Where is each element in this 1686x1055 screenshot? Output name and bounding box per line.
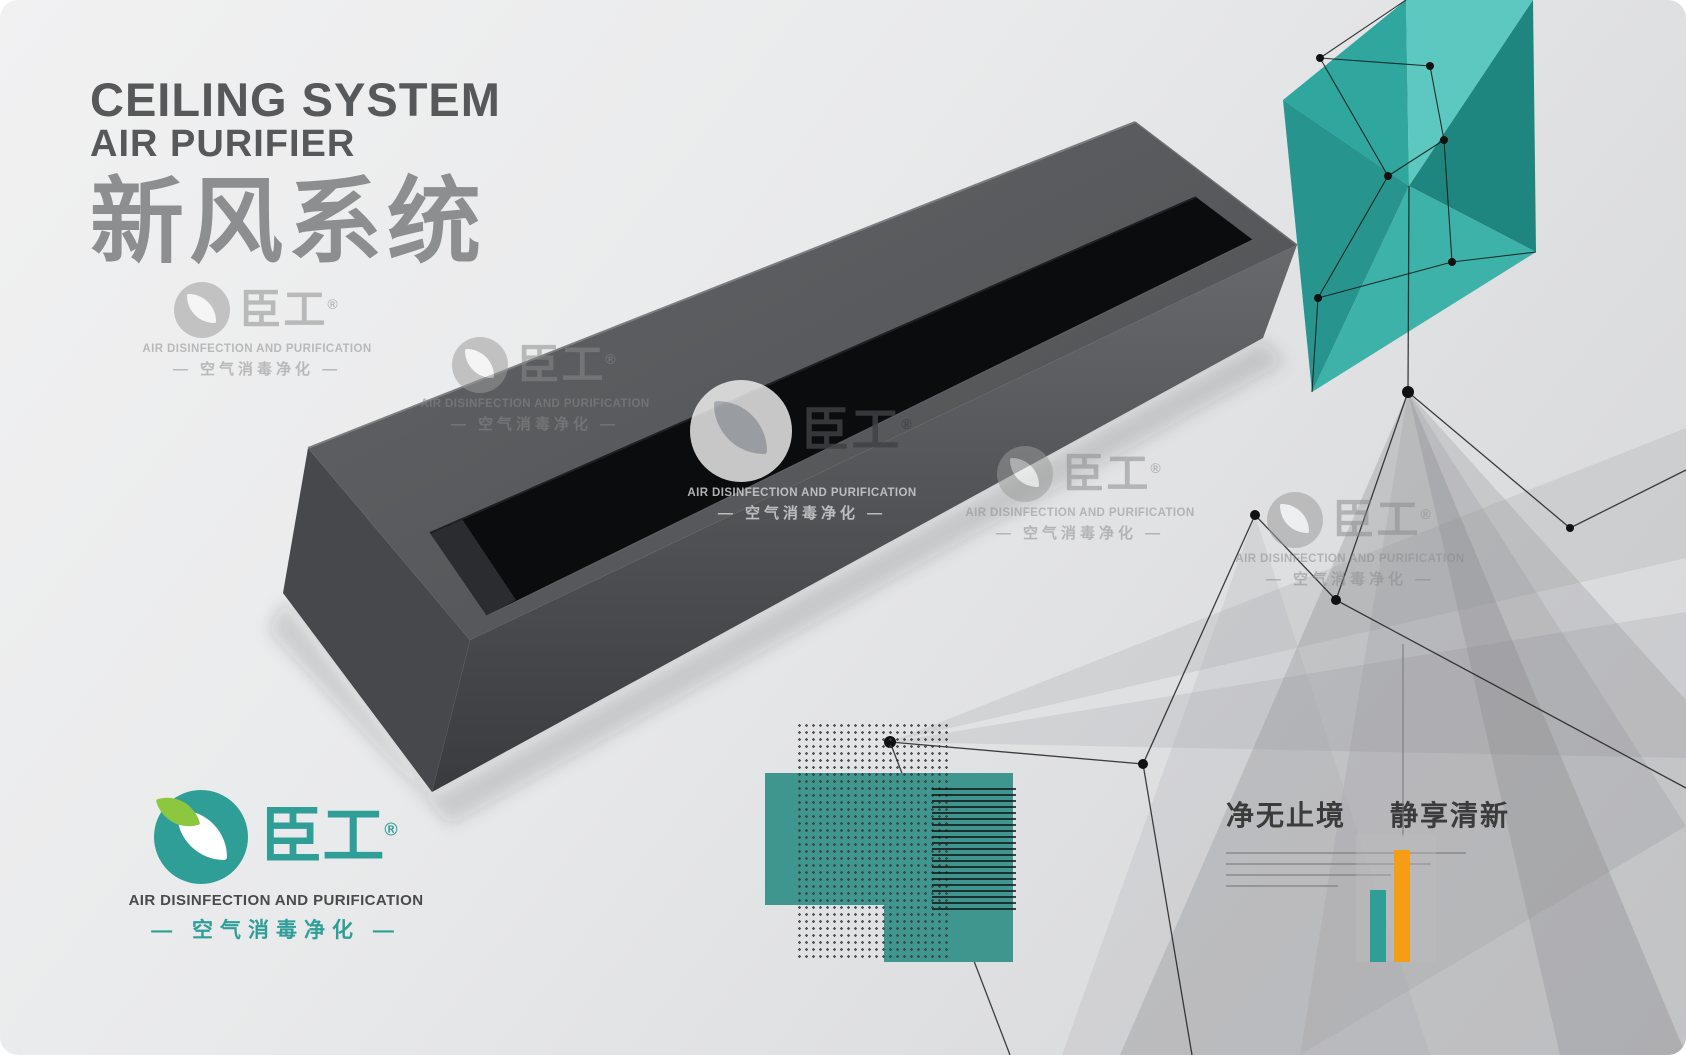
- brand-name: 臣工®: [239, 286, 340, 333]
- leaf-logo-icon: [997, 446, 1054, 502]
- registered-mark: ®: [327, 296, 340, 312]
- leaf-logo-icon: [690, 380, 793, 482]
- brand-name: 臣工®: [1332, 496, 1433, 543]
- brand-tagline-en: AIR DISINFECTION AND PURIFICATION: [1235, 553, 1465, 565]
- title-block: CEILING SYSTEM AIR PURIFIER 新风系统: [90, 76, 501, 272]
- brand-name: 臣工®: [260, 802, 398, 871]
- placeholder-line: [1226, 863, 1431, 865]
- slogan-left: 净无止境: [1226, 801, 1347, 832]
- brand-watermark: 臣工® AIR DISINFECTION AND PURIFICATION — …: [1205, 492, 1495, 589]
- placeholder-line: [1226, 885, 1338, 887]
- leaf-logo-icon: [154, 790, 249, 884]
- brand-tagline-en: AIR DISINFECTION AND PURIFICATION: [128, 892, 424, 909]
- registered-mark: ®: [901, 416, 914, 432]
- brand-name: 臣工®: [517, 341, 618, 388]
- slogan-text: 净无止境 静享清新: [1226, 794, 1508, 834]
- title-en-line1: CEILING SYSTEM: [90, 73, 501, 126]
- watermark-logo-row: 臣工®: [935, 446, 1225, 502]
- brand-logo: 臣工® AIR DISINFECTION AND PURIFICATION — …: [126, 790, 426, 944]
- brand-tagline-en: AIR DISINFECTION AND PURIFICATION: [965, 507, 1195, 519]
- brand-tagline-cn: — 空气消毒净化 —: [172, 361, 342, 378]
- brand-tagline-cn: — 空气消毒净化 —: [1265, 571, 1435, 588]
- watermark-logo-row: 臣工®: [1205, 492, 1495, 548]
- brand-tagline-cn: — 空气消毒净化 —: [995, 525, 1165, 542]
- brand-name: 臣工®: [1062, 450, 1163, 497]
- registered-mark: ®: [1420, 506, 1433, 522]
- constellation-decoration: [884, 185, 1686, 1055]
- brand-tagline-en: AIR DISINFECTION AND PURIFICATION: [420, 398, 650, 410]
- title-en-line2: AIR PURIFIER: [90, 122, 356, 165]
- product-render-air-purifier: [268, 121, 1298, 825]
- brand-watermark: 臣工® AIR DISINFECTION AND PURIFICATION — …: [642, 380, 962, 523]
- title-cn: 新风系统: [90, 168, 487, 274]
- teal-bar: [1370, 890, 1386, 962]
- bar-chart-decoration: [1356, 834, 1436, 962]
- slogan-right: 静享清新: [1390, 801, 1511, 832]
- gray-triangles-decoration: [890, 392, 1686, 1055]
- watermark-logo-row: 臣工®: [390, 337, 680, 393]
- placeholder-line: [1226, 852, 1466, 854]
- registered-mark: ®: [384, 819, 398, 840]
- registered-mark: ®: [1150, 460, 1163, 476]
- slogan-block: 净无止境 静享清新: [1226, 794, 1508, 896]
- watermark-logo-row: 臣工®: [112, 282, 402, 338]
- brand-logo-row: 臣工®: [126, 790, 426, 884]
- brand-tagline-cn: — 空气消毒净化 —: [717, 505, 887, 522]
- brand-name: 臣工®: [801, 404, 914, 457]
- brand-watermark: 臣工® AIR DISINFECTION AND PURIFICATION — …: [935, 446, 1225, 543]
- brand-tagline-cn: — 空气消毒净化 —: [151, 919, 401, 942]
- brand-tagline-en: AIR DISINFECTION AND PURIFICATION: [142, 343, 372, 355]
- brand-tagline-cn: — 空气消毒净化 —: [450, 416, 620, 433]
- orange-bar: [1394, 850, 1410, 962]
- brand-watermark: 臣工® AIR DISINFECTION AND PURIFICATION — …: [112, 282, 402, 379]
- thin-vertical-line: [1402, 644, 1404, 836]
- leaf-logo-icon: [174, 282, 231, 338]
- registered-mark: ®: [605, 351, 618, 367]
- watermark-logo-row: 臣工®: [642, 380, 962, 482]
- leaf-logo-icon: [452, 337, 509, 393]
- halftone-dots-pattern: [796, 722, 948, 960]
- brand-watermark: 臣工® AIR DISINFECTION AND PURIFICATION — …: [390, 337, 680, 434]
- teal-crystal-decoration: [1283, 0, 1537, 393]
- barcode-lines-pattern: [932, 788, 1016, 914]
- leaf-logo-icon: [1267, 492, 1324, 548]
- brand-tagline-en: AIR DISINFECTION AND PURIFICATION: [687, 487, 917, 499]
- slogan-placeholder-lines: [1226, 852, 1506, 887]
- placeholder-line: [1226, 874, 1391, 876]
